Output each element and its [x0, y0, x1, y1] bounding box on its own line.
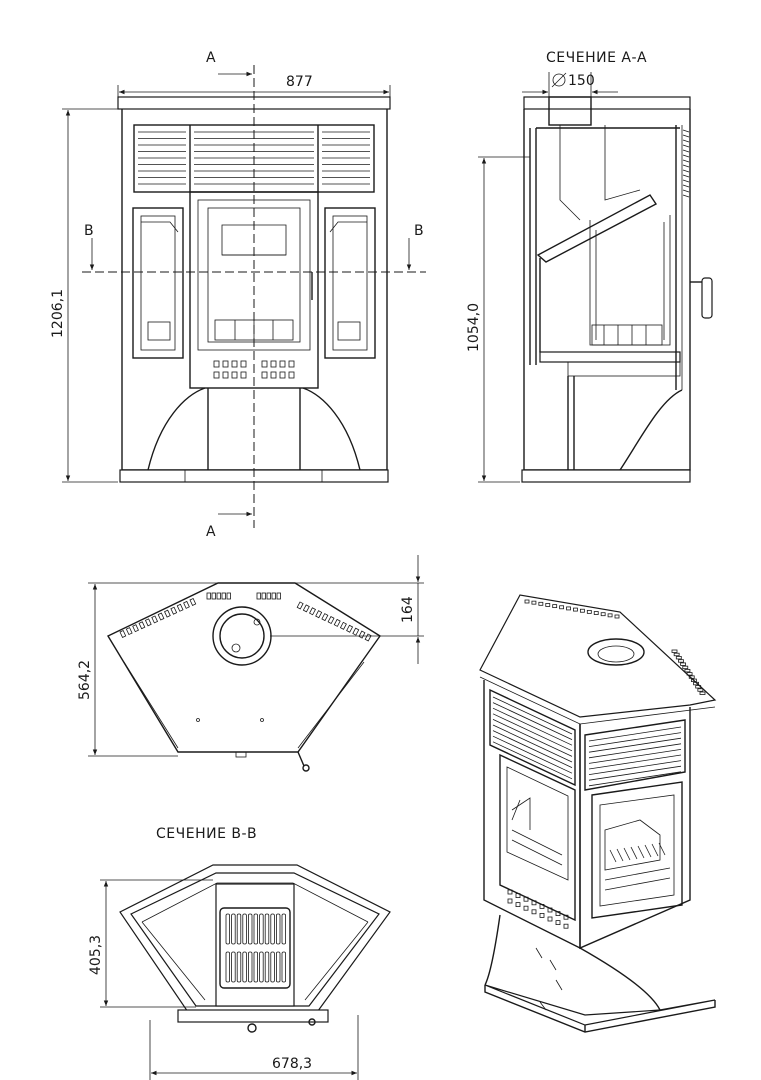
iso-top-plate — [479, 594, 717, 718]
top-flue-ring — [212, 606, 272, 666]
iso-vent-slots — [524, 599, 706, 695]
top-depth-value: 564,2 — [77, 660, 93, 700]
front-pedestal-left-curve — [147, 387, 206, 471]
section-bb-depth-value: 405,3 — [88, 935, 104, 975]
iso-left-face — [483, 680, 581, 950]
section-b-label-left: B — [84, 223, 94, 239]
flue-diameter-value: 150 — [568, 73, 595, 89]
section-base-plate — [521, 469, 691, 483]
iso-left-louvers — [489, 688, 576, 787]
top-handle-knob — [302, 764, 310, 772]
iso-right-face — [579, 707, 691, 950]
iso-pedestal-left — [484, 914, 501, 986]
front-width-value: 877 — [286, 74, 313, 90]
top-view-outline — [107, 582, 381, 753]
section-bb-title: СЕЧЕНИЕ В-В — [156, 826, 257, 842]
iso-flue-ring — [587, 638, 645, 666]
iso-side-window — [591, 781, 683, 919]
section-bb-front-bar — [177, 1009, 329, 1023]
front-pedestal-panel — [207, 388, 301, 470]
section-top-plate — [523, 96, 691, 110]
iso-right-louvers — [584, 719, 686, 791]
isometric-view — [479, 594, 717, 1033]
section-grate — [591, 324, 663, 346]
section-bb-width-value: 678,3 — [272, 1056, 312, 1072]
top-offset-value: 164 — [400, 596, 416, 623]
front-pedestal-right-curve — [302, 387, 361, 471]
section-a-label-bottom: A — [206, 524, 216, 540]
iso-front-door — [499, 753, 576, 922]
section-baffle-plate — [536, 194, 658, 263]
front-main-door — [189, 191, 319, 389]
top-vent-slots — [119, 592, 372, 642]
section-flue-collar — [548, 96, 592, 126]
section-bb-knob — [247, 1023, 257, 1033]
front-right-side-window — [324, 207, 376, 359]
section-bb-firebox — [215, 883, 295, 1007]
section-side-louvers — [682, 129, 690, 198]
section-a-label-top: A — [206, 50, 216, 66]
section-b-label-right: B — [414, 223, 424, 239]
section-hearth — [539, 351, 681, 363]
section-height-value: 1054,0 — [466, 303, 482, 352]
section-door-handle — [701, 277, 713, 319]
iso-base-plate — [484, 984, 716, 1026]
front-left-side-window — [132, 207, 184, 359]
section-bb-grate — [219, 907, 291, 989]
section-body-outline — [523, 109, 691, 471]
section-aa-title: СЕЧЕНИЕ А-А — [546, 50, 647, 66]
section-aa-view: СЕЧЕНИЕ А-А 150 — [466, 50, 713, 483]
section-pedestal-curve — [619, 389, 683, 471]
front-air-vents — [213, 360, 295, 379]
top-view: 564,2 164 — [77, 555, 424, 772]
diameter-symbol-icon — [552, 73, 566, 87]
section-bb-view: СЕЧЕНИЕ В-В 405,3 678,3 — [88, 826, 391, 1080]
front-view: A A B B 877 1206,1 — [50, 50, 426, 540]
front-height-value: 1206,1 — [50, 289, 66, 338]
